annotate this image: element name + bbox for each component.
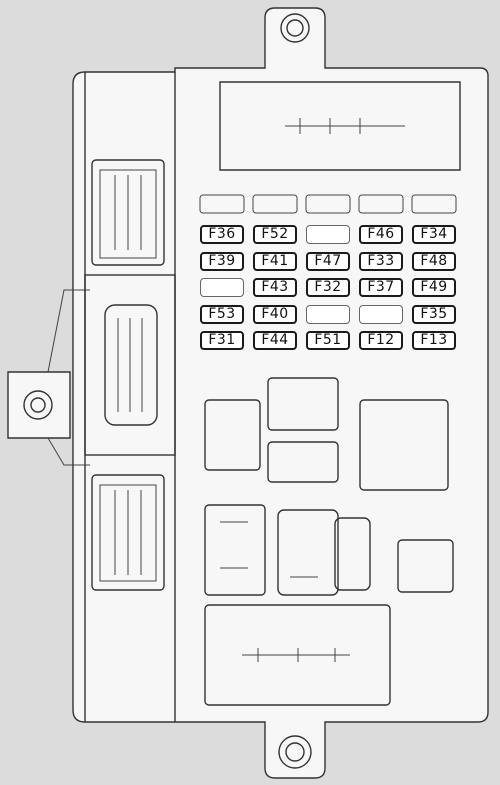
upper-connector-inner <box>99 169 157 259</box>
bottom-mount-hole <box>278 735 312 769</box>
slot <box>358 194 404 214</box>
fuse-f39: F39 <box>200 251 244 271</box>
fuse-f33: F33 <box>359 251 403 271</box>
fuse-slot-empty <box>306 304 350 324</box>
relay-terminals <box>220 521 248 569</box>
fuse-slot-empty <box>200 278 244 297</box>
fuse-f53: F53 <box>200 304 244 324</box>
fuse-f35: F35 <box>412 304 456 324</box>
bottom-relay-terminals <box>242 648 350 662</box>
top-mount-hole-inner <box>286 19 304 37</box>
fuse-f31: F31 <box>200 331 244 350</box>
fuse-f41: F41 <box>253 251 297 271</box>
top-mount-hole <box>280 13 310 43</box>
relay <box>359 399 449 491</box>
fuse-f12: F12 <box>359 331 403 350</box>
fuse-f46: F46 <box>359 225 403 244</box>
bracket-hole <box>23 390 53 420</box>
relay <box>204 504 266 596</box>
fuse-f40: F40 <box>253 304 297 324</box>
middle-connector-pins <box>117 318 143 412</box>
slot <box>305 194 351 214</box>
fuse-f52: F52 <box>253 225 297 244</box>
fuse-slot-empty <box>306 225 350 244</box>
relay <box>267 377 339 431</box>
relay <box>267 441 339 483</box>
fuse-f47: F47 <box>306 251 350 271</box>
fuse-f49: F49 <box>412 278 456 297</box>
bracket-arms <box>47 289 90 466</box>
fuse-f32: F32 <box>306 278 350 297</box>
fuse-f34: F34 <box>412 225 456 244</box>
relay <box>334 517 371 591</box>
fuse-f43: F43 <box>253 278 297 297</box>
top-relay-block <box>219 81 461 171</box>
lower-connector <box>91 474 165 591</box>
upper-connector-pins <box>114 175 142 250</box>
slot <box>252 194 298 214</box>
bottom-mount-hole-inner <box>285 742 305 762</box>
fuse-f13: F13 <box>412 331 456 350</box>
bottom-relay-block <box>204 604 391 706</box>
housing <box>72 7 489 779</box>
fuse-f51: F51 <box>306 331 350 350</box>
fuse-f48: F48 <box>412 251 456 271</box>
lower-connector-pins <box>114 490 142 575</box>
upper-connector <box>91 159 165 266</box>
slot <box>199 194 245 214</box>
left-bracket <box>7 371 71 439</box>
fuse-slot-empty <box>359 304 403 324</box>
middle-connector-frame <box>84 274 176 456</box>
fuse-f36: F36 <box>200 225 244 244</box>
slot <box>411 194 457 214</box>
fuse-f44: F44 <box>253 331 297 350</box>
fuse-f37: F37 <box>359 278 403 297</box>
relay <box>204 399 261 471</box>
lower-connector-inner <box>99 484 157 582</box>
bracket-hole-inner <box>30 397 46 413</box>
relay <box>397 539 454 593</box>
middle-connector <box>104 304 158 426</box>
relay <box>277 509 339 596</box>
top-relay-terminals <box>285 118 405 134</box>
